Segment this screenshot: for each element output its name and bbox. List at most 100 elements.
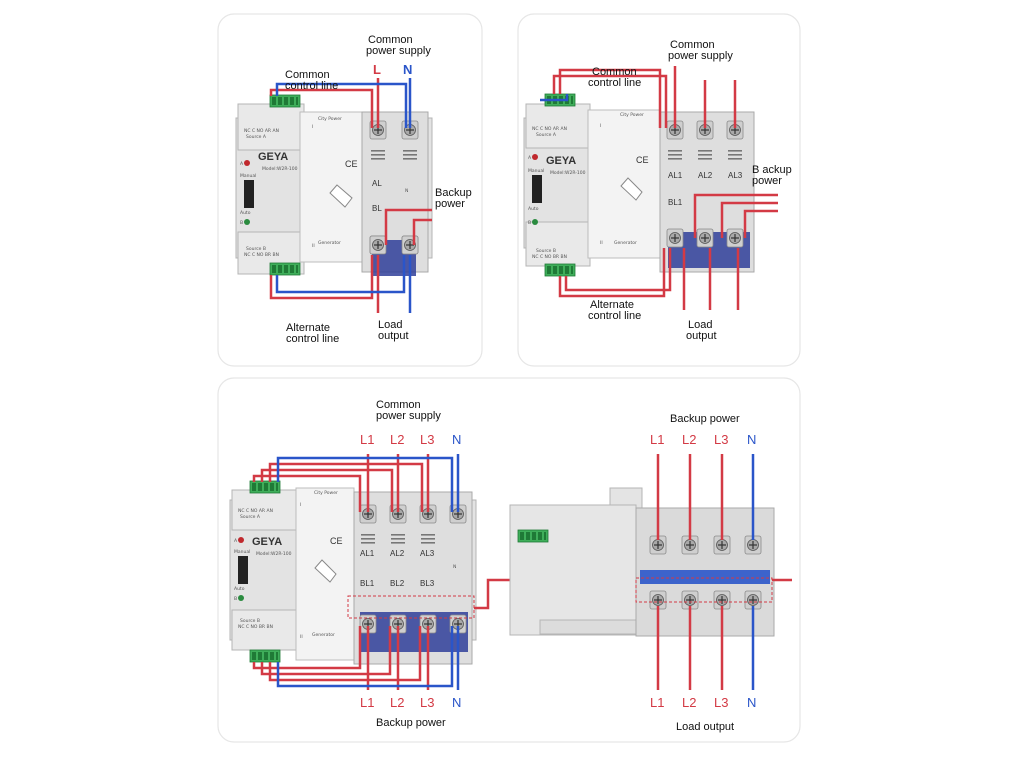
manual-auto-switch[interactable]: [532, 175, 542, 203]
n-mark: N: [405, 188, 408, 194]
ce-mark: CE: [636, 155, 649, 165]
terminal-bl2: BL2: [390, 579, 405, 588]
right-top-line-l2: L2: [682, 432, 696, 447]
roman-one: I: [300, 502, 301, 508]
common-power-label-1: Common: [670, 39, 715, 51]
right-bottom-line-l2: L2: [682, 695, 696, 710]
bottom-terminal-labels: NC C NO BR BN: [238, 624, 273, 630]
indicator-b: [244, 219, 250, 225]
transfer-switch-device: A B Manual Auto GEYA Model:W2R-100 CE Ci…: [229, 480, 477, 665]
terminal-bl1: BL1: [668, 198, 683, 207]
load-output-label: Load output: [676, 721, 734, 733]
manual-auto-switch[interactable]: [244, 180, 254, 208]
indicator-b: [238, 595, 244, 601]
right-bottom-line-l3: L3: [714, 695, 728, 710]
bottom-line-l3: L3: [420, 695, 434, 710]
roman-two: II: [600, 240, 603, 246]
backup-power-label-2: power: [752, 175, 782, 187]
load-output-label-2: output: [686, 330, 717, 342]
terminal-al2: AL2: [390, 549, 405, 558]
wires-right: [656, 454, 792, 690]
manual-label: Manual: [528, 168, 544, 174]
mark-b: B: [240, 220, 243, 226]
common-control-label-1: Common: [285, 69, 330, 81]
terminal-al1: AL1: [668, 171, 683, 180]
roman-one: I: [312, 124, 313, 130]
source-b-label: Source B: [536, 248, 556, 254]
mark-b: B: [234, 596, 237, 602]
right-top-line-l3: L3: [714, 432, 728, 447]
panel-four-pole: A B Manual Auto GEYA Model:W2R-100 CE Ci…: [217, 377, 801, 743]
common-power-label-1: Common: [376, 399, 421, 411]
manual-label: Manual: [234, 549, 250, 555]
backup-power-top-label: Backup power: [670, 413, 740, 425]
model-label: Model:W2R-100: [256, 551, 292, 557]
bottom-terminal-labels: NC C NO BR BN: [532, 254, 567, 260]
top-terminal-labels: NC C NO AR AN: [238, 508, 273, 514]
common-power-label-1: Common: [368, 34, 413, 46]
mark-a: A: [240, 161, 244, 167]
breaker-module: [509, 487, 775, 637]
terminal-al: AL: [372, 179, 382, 188]
ce-mark: CE: [330, 536, 343, 546]
brand-logo: GEYA: [258, 151, 288, 163]
common-control-label-2: control line: [588, 77, 641, 89]
backup-power-bottom-label: Backup power: [376, 717, 446, 729]
alternate-control-label-2: control line: [588, 310, 641, 322]
right-bottom-line-n: N: [747, 695, 756, 710]
top-line-l1: L1: [360, 432, 374, 447]
bottom-line-n: N: [452, 695, 461, 710]
n-mark: N: [453, 564, 456, 570]
right-top-line-n: N: [747, 432, 756, 447]
source-a-label: Source A: [240, 514, 261, 520]
roman-two: II: [300, 634, 303, 640]
terminal-bl3: BL3: [420, 579, 435, 588]
generator-label: Generator: [614, 240, 637, 246]
roman-two: II: [312, 243, 315, 249]
model-label: Model:W2R-100: [262, 166, 298, 172]
backup-power-label-2: power: [435, 198, 465, 210]
backup-power-label-1: Backup: [435, 187, 472, 199]
top-line-l2: L2: [390, 432, 404, 447]
mark-a: A: [528, 155, 532, 161]
common-power-label-2: power supply: [668, 50, 733, 62]
city-power-label: City Power: [318, 116, 342, 122]
alternate-control-label-2: control line: [286, 333, 339, 345]
top-terminal-labels: NC C NO AR AN: [244, 128, 279, 134]
panel-three-phase: A B Manual Auto GEYA Model:W2R-100 CE Ci…: [517, 13, 801, 367]
terminal-bl: BL: [372, 204, 382, 213]
panel-single-phase: A B Manual Auto GEYA Model:W2R-100 CE Ci…: [217, 13, 483, 367]
source-a-label: Source A: [536, 132, 557, 138]
right-bottom-line-l1: L1: [650, 695, 664, 710]
mark-b: B: [528, 220, 531, 226]
model-label: Model:W2R-100: [550, 170, 586, 176]
backup-power-label-1: B ackup: [752, 164, 792, 176]
terminal-al3: AL3: [728, 171, 743, 180]
load-output-label-2: output: [378, 330, 409, 342]
brand-logo: GEYA: [546, 155, 576, 167]
common-control-label-1: Common: [592, 66, 637, 78]
city-power-label: City Power: [314, 490, 338, 496]
brand-logo: GEYA: [252, 536, 282, 548]
generator-label: Generator: [318, 240, 341, 246]
auto-label: Auto: [528, 206, 539, 212]
auto-label: Auto: [234, 586, 245, 592]
auto-label: Auto: [240, 210, 251, 216]
source-b-label: Source B: [246, 246, 266, 252]
common-power-label-2: power supply: [366, 45, 431, 57]
top-line-l3: L3: [420, 432, 434, 447]
load-output-label-1: Load: [688, 319, 712, 331]
wires-left: [252, 454, 510, 690]
alternate-control-label-1: Alternate: [286, 322, 330, 334]
roman-one: I: [600, 123, 601, 129]
transfer-switch-device: A B Manual Auto GEYA Model:W2R-100 CE Ci…: [523, 93, 755, 277]
manual-label: Manual: [240, 173, 256, 179]
terminal-al2: AL2: [698, 171, 713, 180]
manual-auto-switch[interactable]: [238, 556, 248, 584]
indicator-a: [238, 537, 244, 543]
mark-a: A: [234, 538, 238, 544]
right-top-line-l1: L1: [650, 432, 664, 447]
wires: [540, 66, 778, 310]
source-b-label: Source B: [240, 618, 260, 624]
